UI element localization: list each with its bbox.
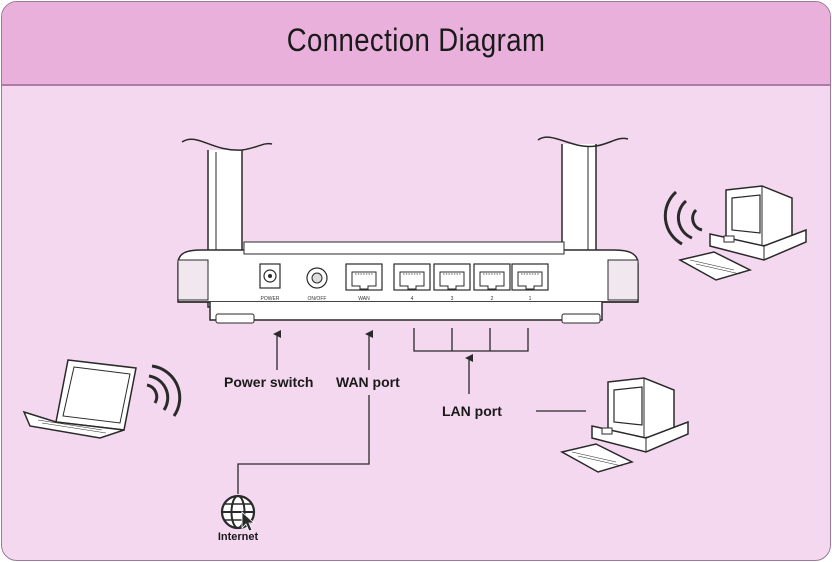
wan-port-icon bbox=[345, 263, 383, 291]
lan-port-number: 3 bbox=[451, 296, 454, 302]
lan-port-number: 1 bbox=[529, 296, 532, 302]
title-bar: Connection Diagram bbox=[2, 2, 830, 86]
laptop-wifi-signal-icon bbox=[146, 364, 182, 417]
desktop-wifi-signal-icon bbox=[663, 190, 703, 246]
laptop-icon bbox=[22, 359, 137, 439]
onoff-switch-label: ON/OFF bbox=[308, 296, 327, 302]
lan-port-1-icon bbox=[511, 263, 549, 291]
power-port-label: POWER bbox=[261, 296, 280, 302]
wired-desktop-computer-icon bbox=[559, 377, 689, 473]
router-icon: POWER ON/OFF WAN 4 bbox=[177, 241, 639, 324]
wan-port-label: WAN port bbox=[336, 374, 400, 390]
lan-port-2-icon bbox=[473, 263, 511, 291]
lan-port-label: LAN port bbox=[442, 403, 502, 419]
power-switch-label: Power switch bbox=[224, 374, 313, 390]
lan-port-number: 4 bbox=[411, 296, 414, 302]
internet-label: Internet bbox=[218, 531, 259, 543]
lan-port-4-icon bbox=[393, 263, 431, 291]
lan-port-bracket bbox=[413, 328, 529, 352]
power-port-icon bbox=[259, 263, 281, 289]
onoff-switch-icon bbox=[306, 267, 328, 289]
diagram-title: Connection Diagram bbox=[286, 22, 546, 58]
lan-port-3-icon bbox=[433, 263, 471, 291]
wan-port-label: WAN bbox=[358, 296, 370, 302]
lan-port-number: 2 bbox=[491, 296, 494, 302]
wan-cable-line bbox=[237, 395, 370, 494]
internet-globe-icon bbox=[220, 494, 256, 532]
wireless-desktop-computer-icon bbox=[677, 185, 807, 281]
